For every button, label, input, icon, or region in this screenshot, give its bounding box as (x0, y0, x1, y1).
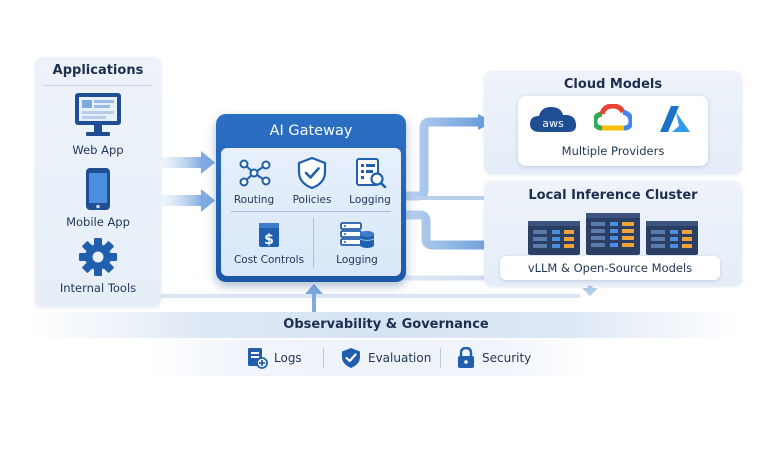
web-app-label: Web App (72, 143, 124, 157)
server-rack-icon (528, 213, 698, 255)
gateway-logging-storage[interactable]: Logging (317, 220, 397, 266)
log-search-icon (356, 158, 387, 189)
security-label: Security (482, 351, 532, 365)
svg-text:$: $ (264, 232, 274, 248)
divider (313, 218, 314, 268)
observability-items: Logs Evaluation Security (150, 340, 590, 376)
cloud-models-panel: Cloud Models aws Multiple Providers (484, 71, 742, 174)
monitor-icon (75, 93, 121, 136)
dollar-doc-icon: $ (259, 223, 279, 248)
shield-check-icon (342, 348, 360, 368)
gateway-policies[interactable]: Policies (283, 156, 341, 206)
gateway-features: Routing Policies (221, 148, 401, 276)
internal-tools-label: Internal Tools (59, 281, 137, 295)
ai-gateway-panel: AI Gateway (216, 114, 406, 282)
database-icon (340, 222, 375, 248)
divider (43, 85, 153, 86)
app-item-internal-tools[interactable]: Internal Tools (35, 237, 161, 295)
server-rack-icon (528, 221, 580, 255)
gear-icon (79, 238, 117, 276)
ai-gateway-title: AI Gateway (269, 123, 353, 139)
evaluation-label: Evaluation (368, 351, 432, 365)
app-item-mobile[interactable]: Mobile App (35, 167, 161, 229)
multiple-providers-label: Multiple Providers (561, 144, 665, 158)
obs-item-logs[interactable]: Logs (246, 347, 302, 369)
arrow-mobile-to-gateway (162, 189, 215, 212)
cloud-models-title: Cloud Models (563, 77, 663, 92)
mobile-app-label: Mobile App (66, 215, 130, 229)
shield-check-icon (297, 156, 327, 190)
azure-logo (660, 106, 690, 132)
logging-storage-label: Logging (336, 254, 378, 266)
logs-label: Logs (274, 351, 302, 365)
network-icon (239, 159, 271, 187)
observability-title: Observability & Governance (283, 317, 489, 332)
aws-cloud-icon: aws (530, 107, 577, 132)
logs-icon (248, 348, 268, 369)
cloud-providers-card[interactable]: aws Multiple Providers (518, 96, 708, 166)
app-item-web[interactable]: Web App (35, 91, 161, 157)
logging-label: Logging (349, 194, 391, 206)
google-cloud-logo (594, 104, 632, 131)
obs-item-evaluation[interactable]: Evaluation (340, 347, 431, 369)
obs-item-security[interactable]: Security (456, 347, 531, 369)
arrow-gateway-to-cloud (406, 114, 494, 201)
gateway-routing[interactable]: Routing (225, 156, 283, 206)
policies-label: Policies (292, 194, 332, 206)
divider (440, 348, 441, 368)
lock-icon (458, 347, 474, 368)
local-models-card[interactable]: vLLM & Open-Source Models (500, 256, 720, 280)
routing-label: Routing (233, 194, 275, 206)
cost-controls-label: Cost Controls (233, 254, 305, 266)
smartphone-icon (86, 168, 110, 210)
local-cluster-panel: Local Inference Cluster (484, 181, 742, 286)
gateway-cost-controls[interactable]: $ Cost Controls (227, 220, 311, 266)
observability-band: Observability & Governance (30, 312, 742, 338)
aws-logo-text: aws (542, 117, 564, 130)
gateway-logging[interactable]: Logging (341, 156, 399, 206)
local-cluster-title: Local Inference Cluster (528, 188, 698, 203)
arrow-webapp-to-gateway (162, 151, 215, 174)
applications-panel: Applications Web App (35, 57, 161, 307)
divider (231, 211, 391, 212)
divider (323, 348, 324, 368)
applications-title: Applications (52, 63, 144, 78)
